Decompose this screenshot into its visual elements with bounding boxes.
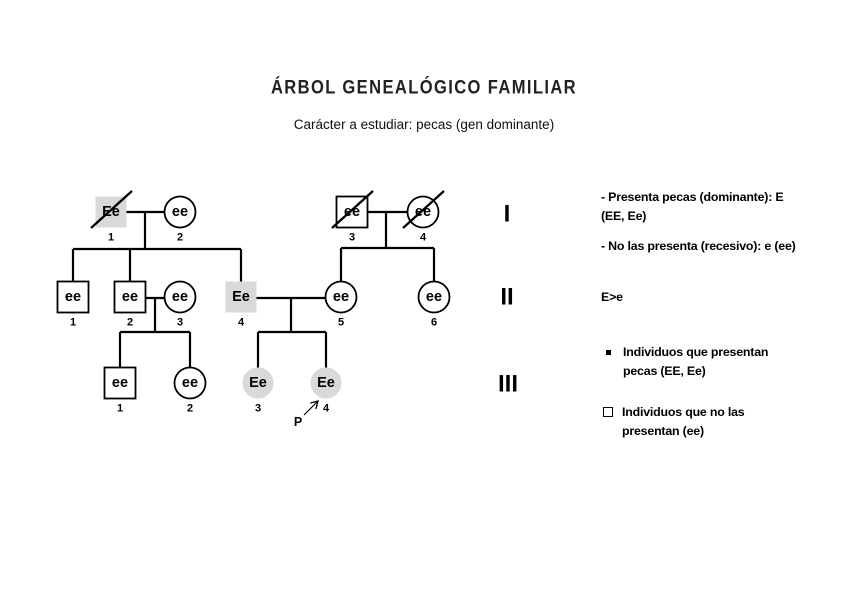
- pedigree-node-II-5: ee 5: [324, 280, 358, 329]
- genotype-label: ee: [112, 375, 128, 391]
- legend-dominant-text: - Presenta pecas (dominante): E (EE, Ee): [601, 190, 784, 223]
- genotype-label: Ee: [102, 204, 120, 220]
- legend-recessive-text: - No las presenta (recesivo): e (ee): [601, 238, 796, 253]
- female-symbol: [163, 280, 197, 314]
- legend-bullet-unaffected-text: Individuos que no las presentan (ee): [622, 405, 745, 438]
- male-symbol: [225, 281, 257, 313]
- female-symbol: [242, 367, 274, 399]
- pedigree-node-I-2: ee 2: [163, 195, 197, 244]
- individual-number: 2: [177, 232, 183, 244]
- female-symbol: [310, 367, 342, 399]
- proband-label: P: [294, 415, 302, 429]
- individual-number: 3: [177, 317, 183, 329]
- pedigree-node-II-1: ee 1: [56, 280, 90, 329]
- individual-number: 6: [431, 317, 437, 329]
- genotype-label: ee: [172, 204, 188, 220]
- pedigree-node-III-2: ee 2: [173, 366, 207, 415]
- individual-number: 4: [420, 232, 427, 244]
- pedigree-node-III-1: ee 1: [103, 366, 137, 415]
- page-title: ÁRBOL GENEALÓGICO FAMILIAR: [270, 76, 578, 98]
- individual-number: 4: [238, 317, 245, 329]
- genotype-label: ee: [426, 289, 442, 305]
- pedigree-diagram: Ee1ee2ee3ee4ee1ee2ee3Ee4ee5ee6ee1ee2Ee3E…: [56, 190, 518, 429]
- pedigree-node-II-2: ee 2: [113, 280, 147, 329]
- pedigree-node-III-3: Ee 3: [242, 367, 274, 415]
- subtitle: Carácter a estudiar: pecas (gen dominant…: [293, 117, 555, 132]
- generation-label-II: II: [500, 284, 513, 311]
- male-symbol: [103, 366, 137, 400]
- genotype-label: ee: [172, 289, 188, 305]
- individual-number: 1: [70, 317, 76, 329]
- individual-number: 4: [323, 403, 330, 415]
- female-symbol: [173, 366, 207, 400]
- pedigree-node-I-1: Ee 1: [90, 190, 133, 244]
- proband-arrow: [303, 401, 318, 416]
- female-symbol: [417, 280, 451, 314]
- genotype-label: ee: [415, 204, 431, 220]
- pedigree-node-II-3: ee 3: [163, 280, 197, 329]
- genotype-label: ee: [122, 289, 138, 305]
- genotype-label: Ee: [232, 289, 250, 305]
- pedigree-node-I-4: ee 4: [402, 190, 445, 244]
- pedigree-node-II-6: ee 6: [417, 280, 451, 329]
- deceased-slash: [331, 190, 374, 229]
- genotype-label: ee: [182, 375, 198, 391]
- genotype-label: ee: [65, 289, 81, 305]
- pedigree-node-I-3: ee 3: [331, 190, 374, 244]
- generation-label-I: I: [504, 201, 511, 228]
- individual-number: 1: [108, 232, 114, 244]
- genotype-label: ee: [333, 289, 349, 305]
- genotype-label: Ee: [249, 375, 267, 391]
- female-symbol: [324, 280, 358, 314]
- individual-number: 3: [349, 232, 355, 244]
- pedigree-node-III-4: Ee 4: [310, 367, 342, 415]
- legend-bullet-affected: Individuos que presentan pecas (EE, Ee): [601, 343, 823, 381]
- deceased-slash: [90, 190, 133, 229]
- empty-square-icon: [603, 407, 613, 418]
- pedigree-node-II-4: Ee 4: [225, 281, 257, 329]
- individual-number: 3: [255, 403, 261, 415]
- legend-bullet-unaffected: Individuos que no las presentan (ee): [601, 403, 823, 441]
- genotype-label: ee: [344, 204, 360, 220]
- male-symbol: [113, 280, 147, 314]
- female-symbol: [163, 195, 197, 229]
- legend: - Presenta pecas (dominante): E (EE, Ee)…: [601, 188, 823, 441]
- filled-square-icon: [606, 350, 611, 356]
- deceased-slash: [402, 190, 445, 229]
- individual-number: 2: [187, 403, 193, 415]
- legend-bullet-list: Individuos que presentan pecas (EE, Ee) …: [601, 343, 823, 440]
- legend-dominance-relation: E>e: [601, 289, 623, 304]
- individual-number: 1: [117, 403, 123, 415]
- generation-label-III: III: [498, 371, 518, 398]
- male-symbol: [56, 280, 90, 314]
- legend-bullet-affected-text: Individuos que presentan pecas (EE, Ee): [623, 345, 769, 379]
- individual-number: 2: [127, 317, 133, 329]
- genotype-label: Ee: [317, 375, 335, 391]
- individual-number: 5: [338, 317, 344, 329]
